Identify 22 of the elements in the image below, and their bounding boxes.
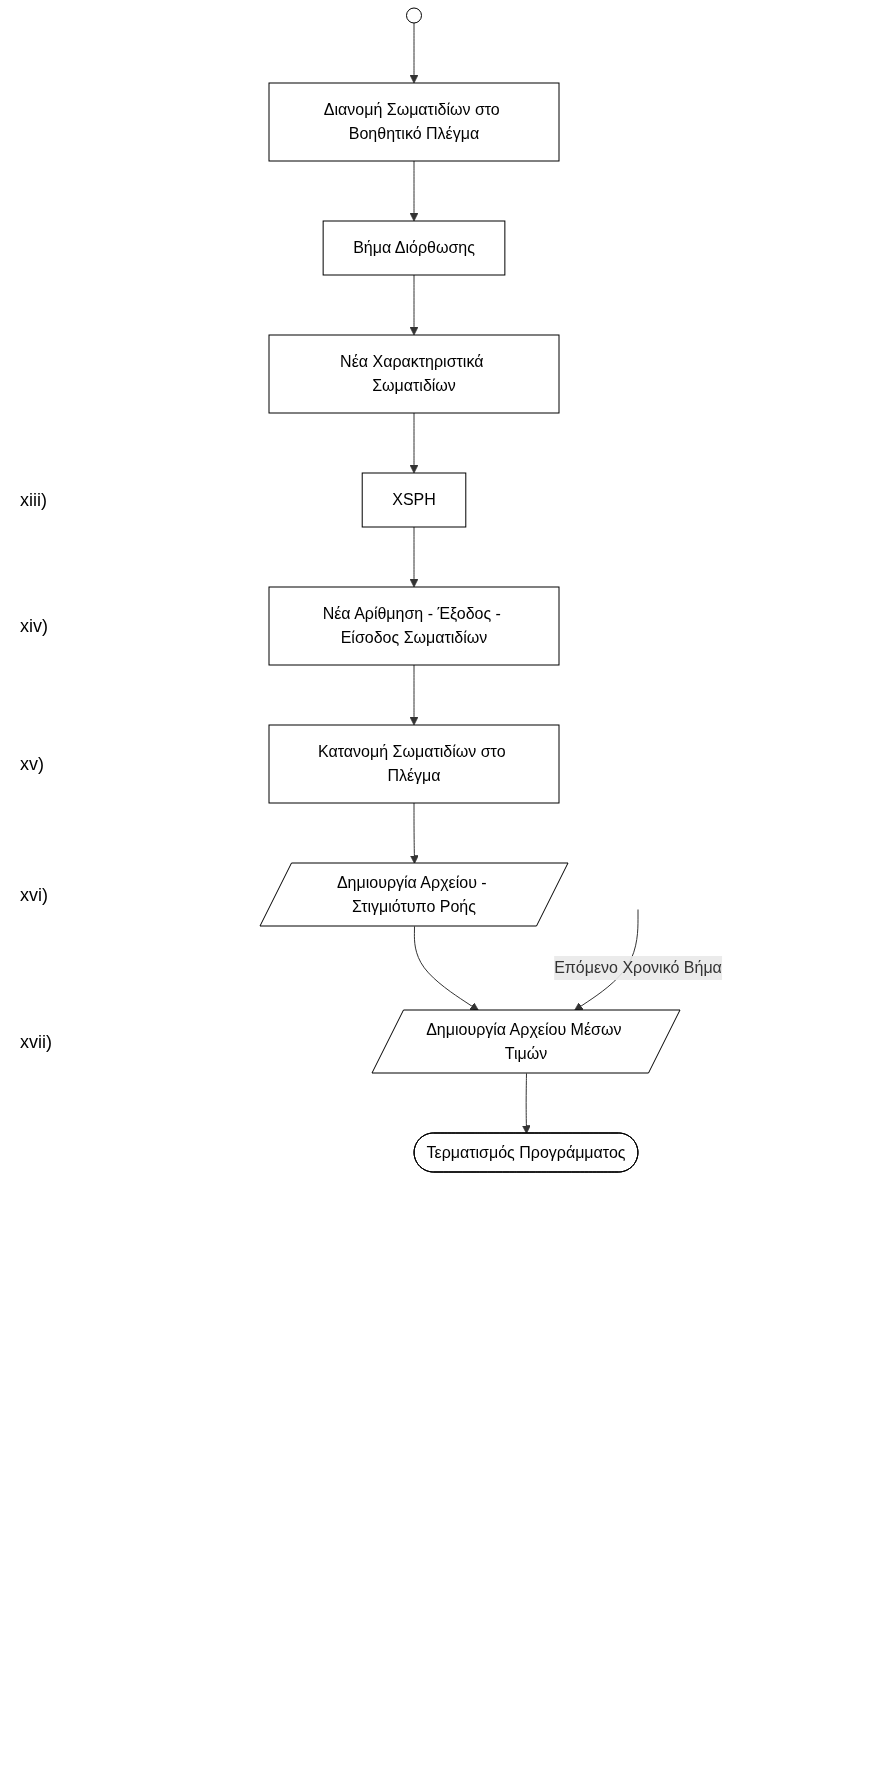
node-box: Βήμα Διόρθωσης	[322, 220, 505, 276]
arrow	[521, 1073, 531, 1134]
step-number: xiv)	[20, 616, 48, 637]
edge-label: Επόμενο Χρονικό Βήμα	[553, 959, 722, 976]
step-number: xv)	[20, 754, 44, 775]
arrow	[409, 526, 418, 588]
arrow	[409, 160, 418, 222]
node-box: XSPH	[361, 472, 466, 528]
arrow	[409, 412, 418, 474]
step-number: xvi)	[20, 884, 48, 906]
node-box: Κατανομή Σωματιδίων στο Πλέγμα	[268, 724, 560, 804]
step-number: xvii)	[20, 1031, 52, 1053]
arrow	[409, 274, 418, 336]
arrow	[409, 22, 418, 84]
node-circle	[405, 7, 422, 24]
node-box: Διανομή Σωματιδίων στο Βοηθητικό Πλέγμα	[268, 82, 560, 162]
arrow	[413, 926, 479, 1011]
arrow	[409, 802, 419, 864]
arrow	[409, 664, 418, 726]
step-number: xiii)	[20, 490, 47, 511]
node-box: Νέα Χαρακτηριστικά Σωματιδίων	[268, 334, 560, 414]
node-box: Νέα Αρίθμηση - Έξοδος - Είσοδος Σωματιδίων	[268, 586, 560, 666]
